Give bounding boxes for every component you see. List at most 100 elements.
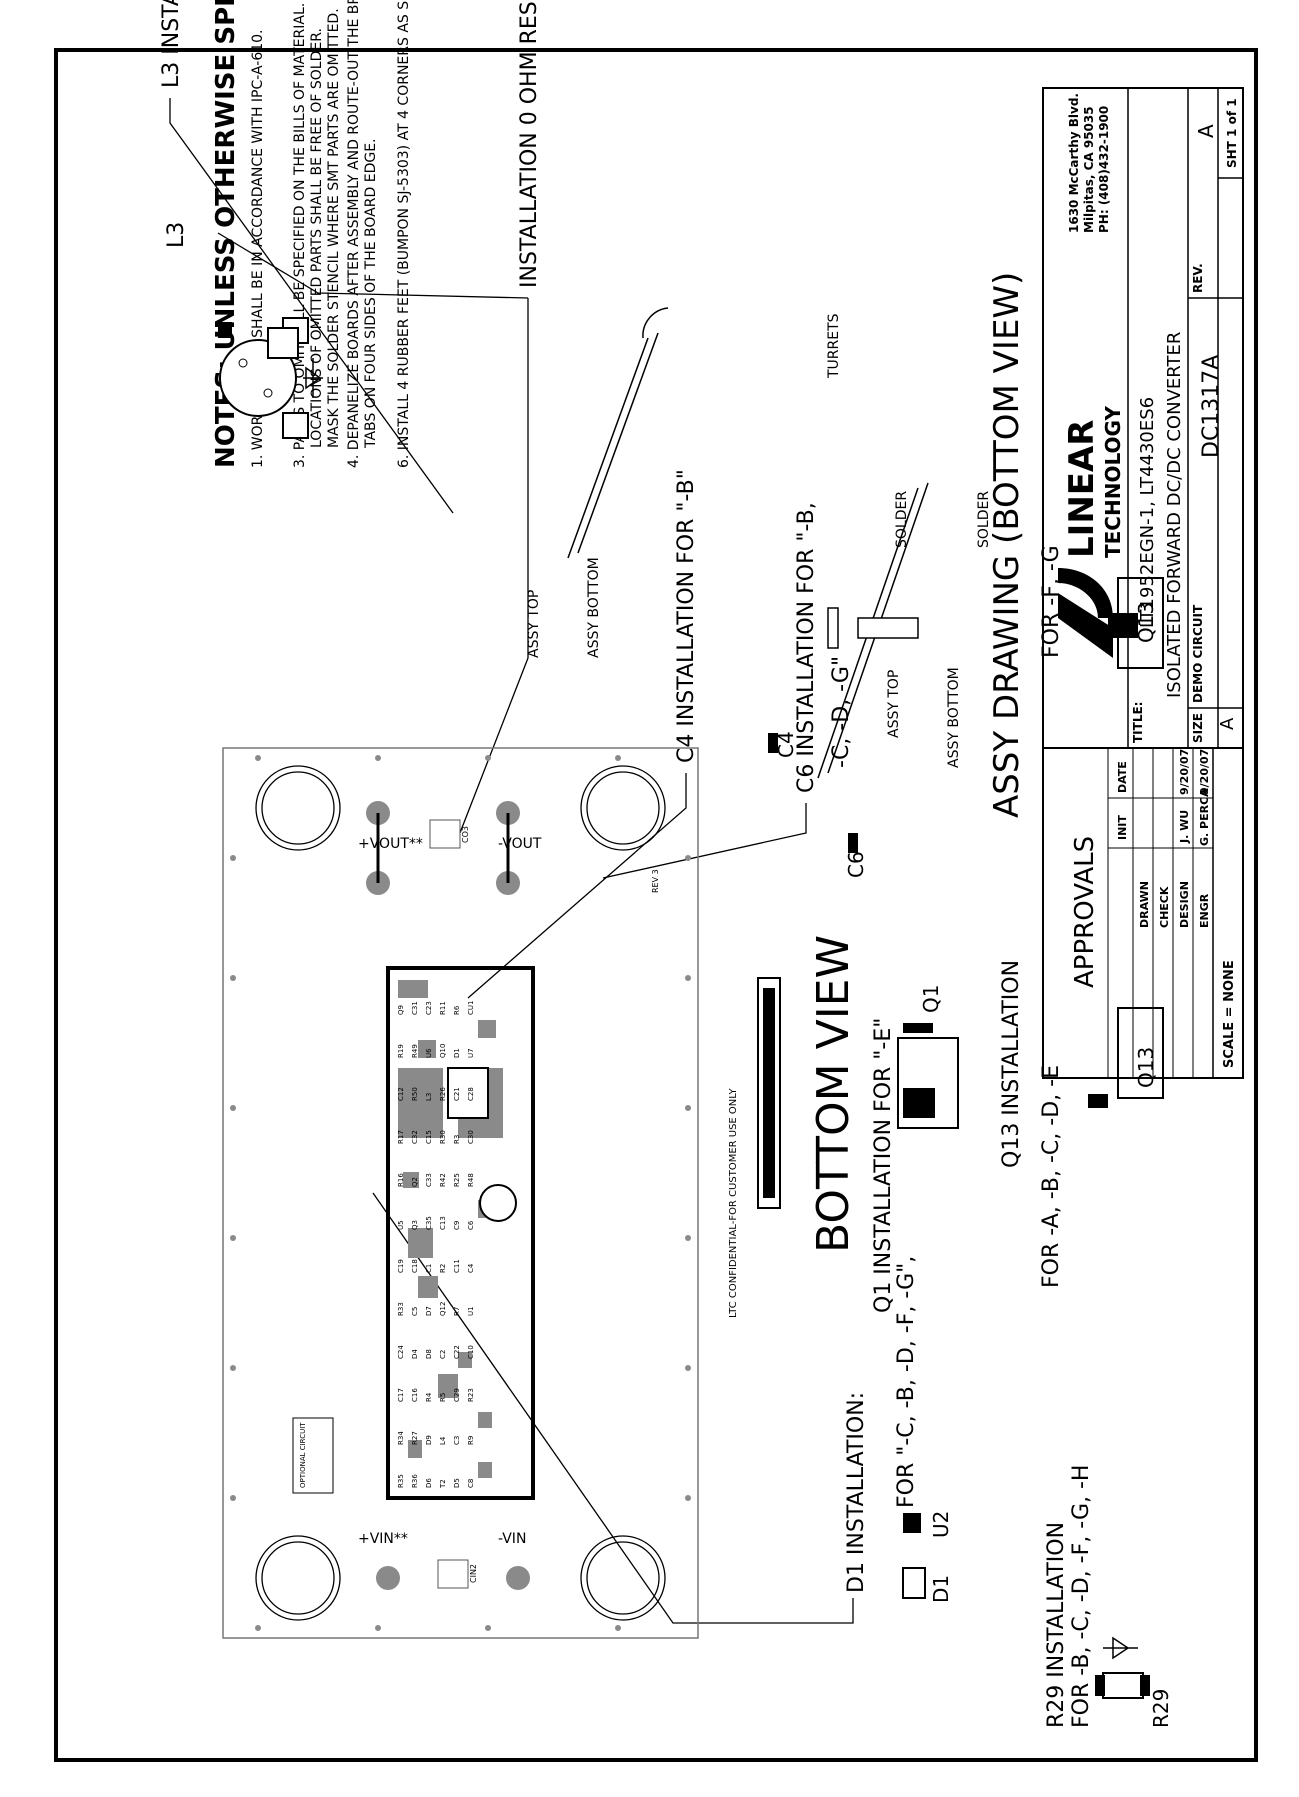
note-4: 4. DEPANELIZE BOARDS AFTER ASSEMBLY AND … [346, 0, 362, 468]
engr-init: G. PERCA [1198, 788, 1211, 846]
note-3c: MASK THE SOLDER STENCIL WHERE SMT PARTS … [326, 8, 342, 448]
part-label: C11 [453, 1259, 461, 1273]
company-name-2: TECHNOLOGY [1101, 406, 1125, 558]
d1-options: FOR "-C, -B, -D, -F, -G", [894, 1256, 919, 1508]
c4-icon [768, 733, 778, 753]
vout-neg-label: -VOUT [498, 836, 542, 852]
part-labels: R35R34C17C24R33C19U5R16R17C12R19Q9R36R27… [397, 1001, 475, 1489]
role-check: CHECK [1158, 886, 1171, 928]
part-label: C35 [425, 1216, 433, 1230]
engr-date: 9/20/07 [1198, 749, 1211, 795]
address-3: PH: (408)432-1900 [1097, 106, 1111, 233]
part-label: R3 [453, 1135, 461, 1144]
title-label: TITLE: [1131, 702, 1145, 743]
assy-drawing-title: ASSY DRAWING (BOTTOM VIEW) [987, 272, 1027, 818]
part-label: R17 [397, 1130, 405, 1144]
part-label: C17 [397, 1388, 405, 1402]
part-label: R11 [439, 1001, 447, 1015]
part-label: C21 [453, 1087, 461, 1101]
part-label: D1 [453, 1048, 461, 1058]
part-label: R49 [411, 1044, 419, 1058]
rubber-foot-diagram: ASSY TOP ASSY BOTTOM [526, 307, 669, 658]
ohm-callout: INSTALLATION 0 OHM RESISTOR HERE FOR Q9 … [517, 0, 542, 288]
c4-callout: C4 INSTALLATION FOR "-B" [674, 469, 699, 763]
address-2: Milpitas, CA 95035 [1082, 106, 1096, 233]
cin2-label: CIN2 [469, 1564, 478, 1583]
r29-ref: R29 [1149, 1689, 1173, 1728]
d1-callout: D1 INSTALLATION: [844, 1392, 869, 1593]
assy-top-label-1: ASSY TOP [526, 590, 542, 658]
part-label: R27 [411, 1431, 419, 1445]
pcb-board: +VIN** -VIN +VOUT** -VOUT CIN2 CO3 REV 3… [222, 747, 859, 1639]
assy-bottom-label-1: ASSY BOTTOM [586, 557, 602, 658]
part-label: R26 [439, 1087, 447, 1101]
part-label: C6 [467, 1220, 475, 1230]
note-3b: LOCATIONS OF OMITTED PARTS SHALL BE FREE… [309, 28, 325, 448]
demo-label: DEMO CIRCUIT [1191, 604, 1205, 703]
part-label: U6 [425, 1048, 433, 1058]
part-label: CU1 [467, 1001, 475, 1015]
part-label: D4 [411, 1349, 419, 1359]
part-label: R33 [397, 1302, 405, 1316]
q13-options-a: FOR -A, -B, -C, -D, -E [1039, 1065, 1064, 1288]
role-engr: ENGR [1198, 893, 1211, 928]
part-label: R35 [397, 1474, 405, 1488]
part-label: C10 [467, 1345, 475, 1359]
assy-top-label-2: ASSY TOP [886, 670, 902, 738]
confidential-label: LTC CONFIDENTIAL-FOR CUSTOMER USE ONLY [728, 1087, 739, 1318]
part-label: C1 [425, 1264, 433, 1273]
part-label: L4 [439, 1436, 447, 1445]
part-label: R25 [453, 1173, 461, 1187]
part-label: Q9 [397, 1005, 405, 1015]
date-col: DATE [1116, 761, 1129, 793]
part-label: C19 [397, 1259, 405, 1273]
design-init: J. WU [1178, 810, 1191, 844]
part-label: U5 [397, 1220, 405, 1230]
part-label: C22 [453, 1345, 461, 1359]
part-label: C16 [411, 1388, 419, 1402]
address-1: 1630 McCarthy Blvd. [1067, 93, 1081, 233]
init-col: INIT [1116, 815, 1129, 840]
part-label: U7 [467, 1048, 475, 1058]
approvals-header: APPROVALS [1070, 836, 1100, 988]
part-label: L3 [425, 1093, 433, 1101]
part-label: R42 [439, 1173, 447, 1187]
part-label: D5 [453, 1478, 461, 1488]
part-label: Q10 [439, 1044, 447, 1058]
d1-icon: D1 U2 [902, 1511, 953, 1603]
part-label: C23 [425, 1001, 433, 1015]
part-label: Q3 [411, 1220, 419, 1230]
part-label: R36 [411, 1474, 419, 1488]
vin-pos-label: +VIN** [358, 1531, 408, 1547]
note-6: 6. INSTALL 4 RUBBER FEET (BUMPON SJ-5303… [396, 0, 412, 468]
part-label: C31 [411, 1001, 419, 1015]
demo-number: DC1317A [1199, 355, 1224, 458]
vout-pos-label: +VOUT** [358, 836, 423, 852]
size-label: SIZE [1191, 713, 1205, 743]
l3-callout: L3 INSTALLATION FOR "-D" [159, 0, 184, 88]
part-label: R4 [425, 1392, 433, 1402]
l3-footprint-icon: L3 [164, 222, 323, 439]
part-label: R2 [439, 1264, 447, 1273]
title-block: APPROVALS INIT DATE DRAWN CHECK DESIGN E… [1042, 87, 1244, 1079]
c6-callout: C6 INSTALLATION FOR "-B, [794, 502, 819, 793]
part-label: R7 [453, 1307, 461, 1316]
rev-value: A [1194, 124, 1218, 138]
r29-callout: R29 INSTALLATION [1044, 1522, 1069, 1728]
part-label: R5 [439, 1393, 447, 1402]
part-label: C29 [453, 1388, 461, 1402]
note-3: 3. PARTS TO OMIT WILL BE SPECIFIED ON TH… [292, 3, 308, 468]
q13-b-ref: Q13 [1134, 602, 1158, 643]
part-label: C9 [453, 1221, 461, 1230]
q1-callout: Q1 INSTALLATION FOR "-E" [871, 1018, 896, 1313]
size-value: A [1217, 717, 1238, 730]
part-label: C5 [411, 1307, 419, 1316]
part-label: C13 [439, 1216, 447, 1230]
optional-circuit-label: OPTIONAL CIRCUIT [299, 1422, 307, 1488]
c6-icon [848, 833, 858, 853]
c6-ref: C6 [844, 851, 868, 878]
part-label: R23 [467, 1388, 475, 1402]
d1-ref: D1 [929, 1575, 953, 1603]
part-label: C18 [411, 1259, 419, 1273]
